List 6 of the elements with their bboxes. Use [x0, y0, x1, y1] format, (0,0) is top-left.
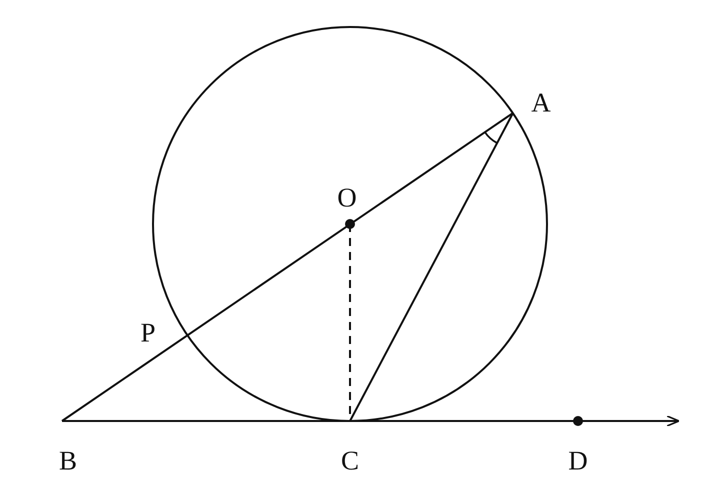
point-label: A — [531, 90, 551, 116]
point-label: O — [337, 184, 357, 212]
point-label: P — [140, 320, 156, 346]
point-label: B — [59, 448, 77, 474]
point-label: C — [341, 448, 359, 474]
point-label: D — [568, 448, 588, 474]
